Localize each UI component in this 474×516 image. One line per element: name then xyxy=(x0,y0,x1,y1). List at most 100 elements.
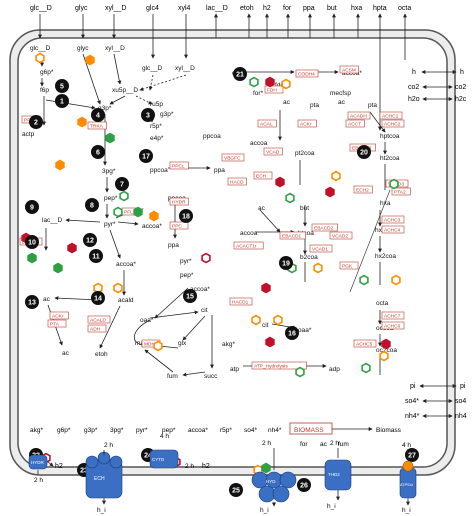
enzyme-acald: ACALD xyxy=(87,315,111,324)
biomass-box xyxy=(289,422,333,435)
enzyme-hcd: HACD xyxy=(227,177,247,186)
bottom-2h-3: 2 h xyxy=(185,463,194,470)
biomass-row: akg* g6p* g3p* 3pg* pyr* pep* accoa* r5p… xyxy=(30,422,402,448)
met-3pg: 3pg* xyxy=(102,168,116,175)
enzyme-vcd1: VCAD1 xyxy=(309,244,333,253)
biomass-out-for: for xyxy=(300,441,308,448)
reaction-badge-20: 20 xyxy=(357,145,371,159)
enzyme-label-fdh: FDH xyxy=(267,88,277,94)
biomass-input-pyr: pyr* xyxy=(136,427,148,434)
reaction-badge-number: 1 xyxy=(60,99,64,106)
enzyme-adh: ADH xyxy=(87,324,107,333)
cofactor-hexagon-icon xyxy=(251,314,261,326)
met-actp: actp xyxy=(22,131,35,138)
reaction-badge-number: 15 xyxy=(186,294,194,301)
biomass-input-3pg: 3pg* xyxy=(110,427,124,434)
enzyme-label-actc: ACCT xyxy=(348,122,361,128)
reaction-badge-number: 10 xyxy=(28,240,36,247)
met-pta-r: pta xyxy=(368,102,377,109)
enzyme-pta2: PTA2 xyxy=(391,187,411,196)
cofactor-hexagon-icon xyxy=(325,186,335,198)
met-xyl: xyl__D xyxy=(105,45,125,52)
met-ac-r: ac xyxy=(338,99,346,106)
reaction-badge-6: 6 xyxy=(91,145,105,159)
cofactor-hexagon-icon xyxy=(201,252,211,264)
enzyme-label-pgk: PGK xyxy=(342,264,353,270)
enzyme-trk: TRKA xyxy=(87,121,107,130)
met-pta: pta xyxy=(310,102,319,109)
met-oaa: oaa* xyxy=(140,317,154,324)
enzyme-label-ech: ECH xyxy=(256,174,267,180)
hyd-complex-25: HYD xyxy=(251,471,297,503)
cofactor-hexagon-icon xyxy=(113,282,123,294)
cofactor-hexagon-icon xyxy=(389,178,399,190)
met-mal: mal xyxy=(135,340,146,347)
ext-h2: h2 xyxy=(263,5,271,12)
enzyme-label-codh: CODH4 xyxy=(298,72,315,78)
reaction-badge-number: 11 xyxy=(92,254,100,261)
reaction-badge-number: 13 xyxy=(28,300,36,307)
met-g6p: g6p* xyxy=(40,69,54,76)
reaction-badge-8: 8 xyxy=(85,198,99,212)
enzyme-label-ach1: ACHC1 xyxy=(382,114,399,120)
cofactor-hexagon-icon xyxy=(359,274,369,286)
membrane-transporters: HYDR h2 2 h ECH 2 h h_i CYTD 4 h 2 h h2 … xyxy=(28,433,417,514)
bottom-h2-2: h2 xyxy=(202,463,210,470)
reaction-badge-number: 27 xyxy=(408,453,416,460)
met-accoa1: accoa* xyxy=(142,223,162,230)
reaction-badge-number: 12 xyxy=(86,238,94,245)
met-akg: akg* xyxy=(222,341,235,348)
enzyme-label-vcad: VCAD xyxy=(266,150,280,156)
external-metabolites: glc__D glyc xyl__D glc4 xyl4 lac__D etoh… xyxy=(30,5,411,12)
right-pi-out: pi xyxy=(460,383,466,390)
met-b2coa: b2coa xyxy=(300,254,318,261)
enzyme-label-atp: ATP_Hydrolysis xyxy=(254,364,288,370)
right-external: h h co2 co2 h2o h2c pi pi so4* so4 nh4* … xyxy=(405,69,467,420)
enzyme-label-pgl: PPCL xyxy=(172,164,185,170)
cofactor-hexagon-icon xyxy=(119,190,129,202)
reaction-badge-number: 4 xyxy=(96,113,100,120)
cofactor-hexagon-icon xyxy=(35,52,45,64)
met-adp: adp xyxy=(329,366,340,373)
reaction-badge-number: 5 xyxy=(60,84,64,91)
reaction-badge-12: 12 xyxy=(83,233,97,247)
met-xyl2: xyl__D xyxy=(175,65,195,72)
met-glx: glx xyxy=(178,340,187,347)
enzyme-ppc: PPC xyxy=(169,221,189,230)
enzyme-vcd2: VCAD2 xyxy=(329,231,353,240)
met-hx2coa: hx2coa xyxy=(375,253,396,260)
bottom-hi-3: h_i xyxy=(327,503,336,510)
met-fdr: fdr xyxy=(275,82,283,89)
cofactor-hexagon-icon xyxy=(265,336,275,348)
biomass-out-ac: ac xyxy=(320,441,328,448)
enzyme-label-vbgfc: VBGFC xyxy=(224,156,241,162)
cofactor-hexagon-icon xyxy=(261,462,271,474)
enzyme-label-ac6: ACHC6 xyxy=(384,324,401,330)
right-so4-in: so4* xyxy=(405,398,419,405)
enzyme-label-pfl: PFL xyxy=(124,210,133,216)
met-btcoa: btcoa xyxy=(298,230,314,237)
enzyme-label-ech2: ECH2 xyxy=(356,188,369,194)
enzyme-label-bcd: EBACD2 xyxy=(314,226,334,232)
enzyme-ech2: ECH2 xyxy=(353,185,373,194)
reaction-badge-13: 13 xyxy=(25,295,39,309)
reaction-badge-26: 26 xyxy=(297,478,311,492)
enzyme-label-ach4: ACHC4 xyxy=(384,228,401,234)
bottom-4h-2: 4 h xyxy=(402,442,411,449)
cytd-24 xyxy=(149,449,179,469)
bottom-hi-4: h_i xyxy=(402,507,411,514)
reaction-badge-number: 6 xyxy=(96,150,100,157)
bottom-4h: 4 h xyxy=(160,433,169,440)
biomass-input-g3p: g3p* xyxy=(84,427,98,434)
enzyme-label-ach3: ACHC3 xyxy=(384,218,401,224)
met-ac: ac xyxy=(43,296,51,303)
reaction-badge-5: 5 xyxy=(55,79,69,93)
met-glyc: glyc xyxy=(77,45,89,52)
reaction-badge-number: 14 xyxy=(94,296,102,303)
reaction-badge-number: 8 xyxy=(90,203,94,210)
met-hxa: hxa xyxy=(380,200,391,207)
enzyme-label-ack: ACKr xyxy=(300,122,312,128)
ext-lac: lac__D xyxy=(206,5,228,12)
cofactor-hexagon-icon xyxy=(391,274,401,286)
enzyme-label-ach2: ACHC2 xyxy=(384,122,401,128)
